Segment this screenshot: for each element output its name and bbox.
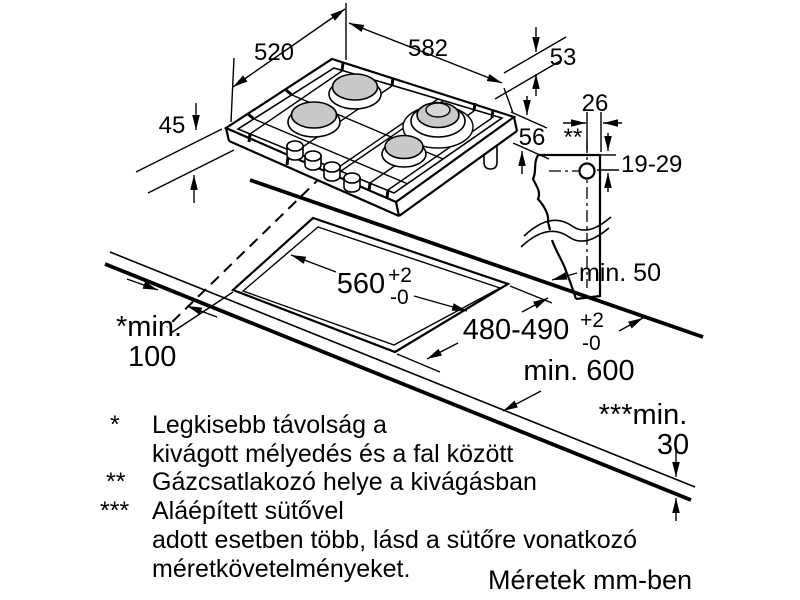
dim-480-490: 480-490 +2 -0 — [396, 285, 604, 373]
dim-480-490-tol-minus: -0 — [582, 332, 601, 355]
dim-520-label: 520 — [254, 39, 294, 66]
hob-body — [226, 117, 517, 216]
dim-45: 45 — [135, 103, 235, 203]
wok-burner-top — [425, 102, 451, 118]
footnote-star1-marker: * — [110, 411, 120, 439]
worktop-rear-edge — [249, 178, 704, 339]
footnote-star3-line1: Aláépített sütővel — [152, 497, 344, 525]
footnote-star3-marker: *** — [100, 497, 129, 525]
dim-560: 560 +2 -0 — [290, 254, 468, 312]
dim-19-29-label: 19-29 — [621, 151, 682, 178]
hob-drawing — [223, 57, 519, 218]
footnote-star2-marker: ** — [106, 468, 126, 496]
burners — [287, 73, 474, 168]
gas-connection-detail — [520, 141, 612, 301]
dim-min-600-label: min. 600 — [523, 355, 634, 387]
hob-body-edge — [512, 116, 519, 132]
footnote-star3-line3: méretkövetelményeket. — [152, 555, 410, 583]
dim-min-30-label-2: 30 — [657, 429, 689, 461]
dim-min-30-label-1: ***min. — [599, 399, 688, 431]
break-line — [520, 227, 610, 248]
footnote-star1-line1: Legkisebb távolság a — [152, 411, 387, 439]
footnotes: * Legkisebb távolság a kivágott mélyedés… — [100, 411, 692, 595]
dim-min-600: min. 600 — [502, 317, 644, 412]
dim-min-50: min. 50 — [551, 259, 661, 287]
dim-56-label: 56 — [519, 124, 546, 151]
dim-min-30: ***min. 30 — [599, 399, 689, 521]
cutout-outer — [230, 216, 511, 354]
worktop-front-edge-bottom — [104, 262, 692, 502]
hob-body-edge — [398, 130, 518, 217]
hob-body-edge — [228, 139, 400, 218]
dim-min-100-label-2: 100 — [128, 341, 176, 373]
dim-560-tol-plus: +2 — [388, 264, 412, 287]
dim-480-490-label: 480-490 — [463, 314, 569, 346]
dim-480-490-tol-plus: +2 — [580, 309, 604, 332]
dim-26-label: 26 — [582, 90, 609, 117]
dim-53: 53 — [494, 27, 577, 100]
dim-560-tol-minus: -0 — [390, 286, 409, 309]
dim-45-label: 45 — [159, 112, 186, 139]
dim-min-50-label: min. 50 — [579, 259, 661, 287]
dim-19-29: 19-29 — [597, 133, 682, 192]
dim-min-100-label-1: *min. — [116, 311, 182, 343]
dim-56: 56 — [510, 96, 550, 174]
dim-min-100: *min. 100 — [116, 278, 234, 373]
worktop-cutout-view — [104, 175, 704, 502]
hob-rim-inner — [236, 67, 504, 194]
burner-cap — [331, 73, 379, 101]
break-line — [523, 216, 612, 237]
hob-body-edge — [394, 201, 401, 217]
units-note: Méretek mm-ben — [488, 565, 692, 595]
hob-body-edge — [224, 127, 231, 142]
worktop-front-edge-top — [109, 251, 696, 488]
footnote-star3-line2: adott esetben több, lásd a sütőre vonatk… — [152, 526, 637, 554]
control-knobs — [286, 140, 361, 193]
footnote-star2-line1: Gázcsatlakozó helye a kivágásban — [152, 468, 537, 496]
dim-582: 582 — [348, 22, 514, 114]
projection-dashed-line — [166, 175, 323, 328]
burner-cap — [290, 101, 338, 129]
dim-560-label: 560 — [337, 268, 385, 300]
dim-582-label: 582 — [408, 35, 448, 62]
dim-26: 26 ** — [563, 90, 622, 152]
burner-cap — [384, 134, 424, 160]
gas-position-marker: ** — [564, 124, 583, 151]
footnote-star1-line2: kivágott mélyedés és a fal között — [152, 440, 513, 468]
gas-connection-hole — [578, 162, 596, 180]
dimensions: 520 582 53 45 56 — [116, 3, 689, 521]
cutout-inner — [241, 226, 502, 346]
dim-53-label: 53 — [550, 44, 577, 71]
dim-520: 520 — [230, 3, 347, 123]
